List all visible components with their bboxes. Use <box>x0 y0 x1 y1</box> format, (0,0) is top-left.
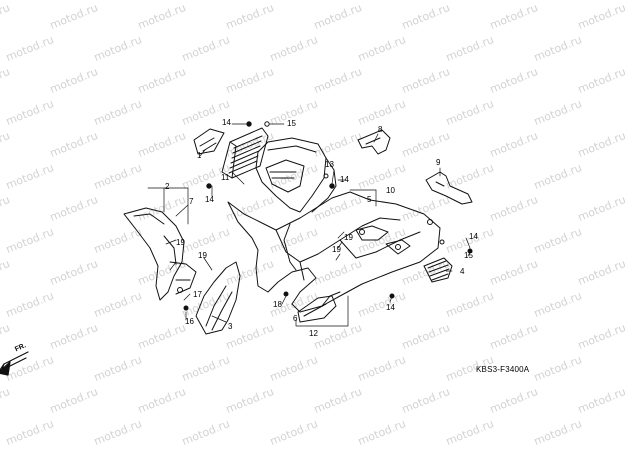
callout-11: 11 <box>221 173 230 182</box>
callout-10: 10 <box>386 186 395 195</box>
part-1-bracket <box>193 128 225 155</box>
part-2-side-panel <box>123 207 197 301</box>
callout-5: 5 <box>367 195 372 204</box>
callout-15-b: 15 <box>464 251 473 260</box>
fasteners <box>183 121 473 311</box>
callout-14-c: 14 <box>340 175 349 184</box>
part-11-grille <box>221 127 269 179</box>
callout-15-a: 15 <box>287 119 296 128</box>
callout-19-b: 19 <box>198 251 207 260</box>
front-arrow-icon <box>0 351 29 376</box>
part-6-lower-trim <box>297 295 337 323</box>
callout-18: 18 <box>273 300 282 309</box>
callout-3: 3 <box>228 322 233 331</box>
part-lower-cowl <box>227 191 441 313</box>
callout-6: 6 <box>293 314 298 323</box>
callout-19-c: 19 <box>344 233 353 242</box>
callout-14-d: 14 <box>469 232 478 241</box>
part-upper-cowl <box>255 137 337 213</box>
callout-2: 2 <box>165 182 170 191</box>
callout-7: 7 <box>189 197 194 206</box>
callout-12: 12 <box>309 329 318 338</box>
callout-17: 17 <box>193 290 202 299</box>
callout-4: 4 <box>460 267 465 276</box>
leader-lines <box>147 123 471 327</box>
part-9-stay <box>425 171 473 205</box>
callout-9: 9 <box>436 158 441 167</box>
part-8-bracket <box>357 129 391 155</box>
callout-16: 16 <box>185 317 194 326</box>
callout-14-b: 14 <box>205 195 214 204</box>
part-3-side-panel-lower <box>195 261 241 335</box>
callout-13: 13 <box>325 160 334 169</box>
diagram-code: KBS3-F3400A <box>476 365 530 374</box>
callout-19-a: 19 <box>176 238 185 247</box>
callout-14-a: 14 <box>222 118 231 127</box>
callout-1: 1 <box>197 151 202 160</box>
callout-14-e: 14 <box>386 303 395 312</box>
part-4-grille-small <box>423 257 453 283</box>
callout-8: 8 <box>378 125 383 134</box>
callout-19-d: 19 <box>332 245 341 254</box>
